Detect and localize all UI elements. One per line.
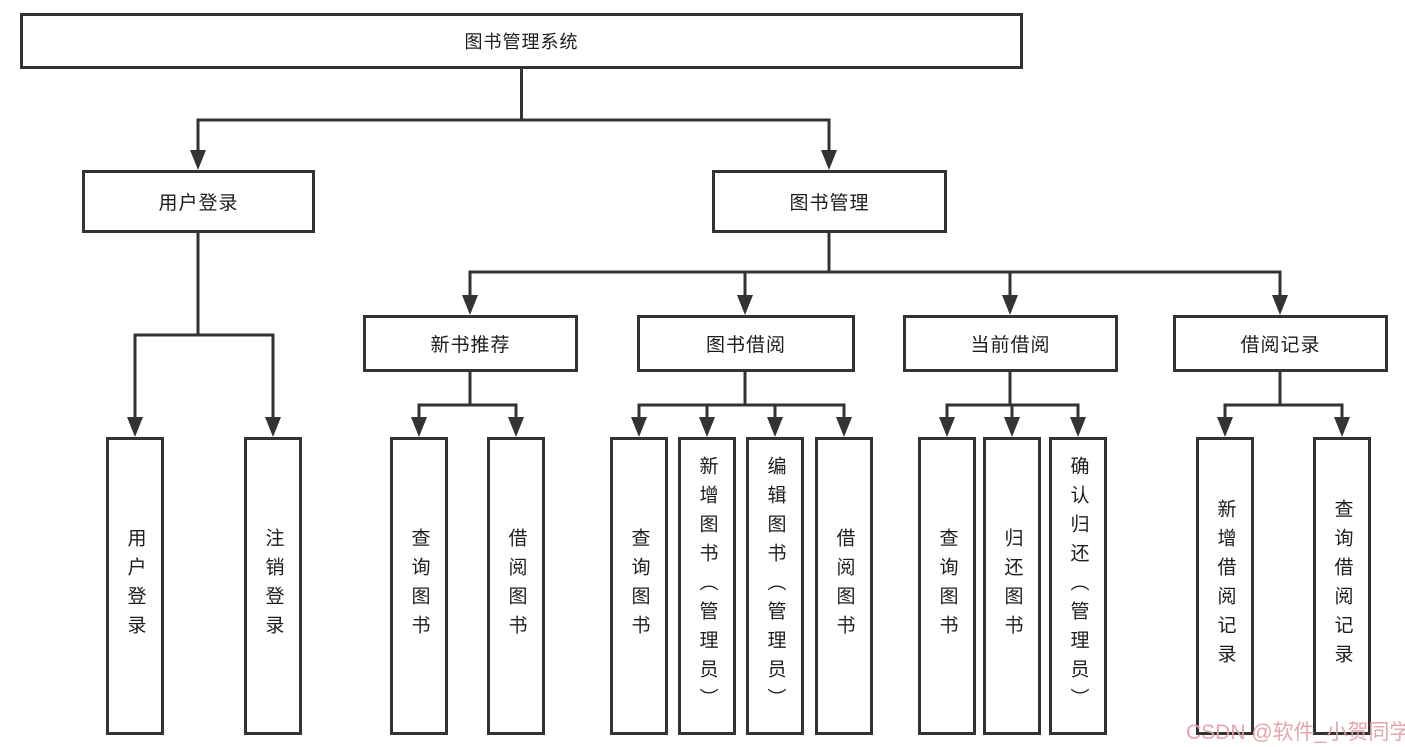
node-current-borrowing: 当前借阅 (903, 315, 1118, 372)
node-label: 当前借阅 (970, 335, 1051, 356)
node-label: 图书借阅 (705, 335, 786, 356)
leaf-confirm-return-admin: 确认归还（管理员） (1049, 437, 1107, 735)
leaf-add-book-admin: 新增图书（管理员） (678, 437, 736, 735)
node-label: 图书管理 (789, 193, 870, 214)
leaf-label: 借阅图书 (833, 528, 855, 644)
node-library-management-system: 图书管理系统 (20, 13, 1023, 69)
arrowheads-book-borrowing (631, 417, 852, 437)
leaf-label: 编辑图书（管理员） (764, 455, 786, 717)
leaf-query-book-borrowing: 查询图书 (610, 437, 668, 735)
arrowheads-new-book-recommend (411, 417, 524, 437)
leaf-add-borrow-record: 新增借阅记录 (1196, 437, 1254, 735)
leaf-query-book-current: 查询图书 (918, 437, 976, 735)
connector-root-to-level2 (196, 69, 831, 152)
leaf-label: 新增借阅记录 (1214, 499, 1236, 673)
leaf-label: 注销登录 (262, 528, 284, 644)
arrowheads-level3 (462, 295, 1288, 315)
connector-new-book-recommend-to-leaves (417, 372, 518, 419)
leaf-label: 确认归还（管理员） (1067, 455, 1089, 717)
connector-book-management-to-level3 (468, 233, 1282, 297)
connector-book-borrowing-to-leaves (637, 372, 846, 419)
leaf-label: 新增图书（管理员） (696, 455, 718, 717)
leaf-edit-book-admin: 编辑图书（管理员） (746, 437, 804, 735)
node-book-borrowing: 图书借阅 (637, 315, 855, 372)
leaf-label: 查询图书 (408, 528, 430, 644)
arrowheads-borrowing-records (1217, 417, 1350, 437)
node-borrowing-records: 借阅记录 (1173, 315, 1388, 372)
leaf-borrow-book-recommend: 借阅图书 (487, 437, 545, 735)
leaf-label: 用户登录 (124, 528, 146, 644)
node-label: 用户登录 (158, 193, 239, 214)
arrowheads-current-borrowing (939, 417, 1086, 437)
leaf-query-borrow-record: 查询借阅记录 (1313, 437, 1371, 735)
node-label: 图书管理系统 (464, 32, 579, 52)
leaf-label: 借阅图书 (505, 528, 527, 644)
node-book-management: 图书管理 (712, 170, 947, 233)
csdn-watermark: CSDN @软件_小贺同学 (1186, 721, 1405, 744)
node-label: 新书推荐 (430, 335, 511, 356)
leaf-borrow-book: 借阅图书 (815, 437, 873, 735)
arrowheads-user-login-leaves (127, 417, 281, 437)
leaf-label: 查询借阅记录 (1331, 499, 1353, 673)
arrowheads-level2 (190, 150, 837, 170)
leaf-label: 查询图书 (936, 528, 958, 644)
leaf-return-book: 归还图书 (983, 437, 1041, 735)
leaf-label: 归还图书 (1001, 528, 1023, 644)
leaf-logout: 注销登录 (244, 437, 302, 735)
node-new-book-recommend: 新书推荐 (363, 315, 578, 372)
connector-borrowing-records-to-leaves (1223, 372, 1344, 419)
connector-current-borrowing-to-leaves (945, 372, 1080, 419)
connector-user-login-to-leaves (133, 233, 275, 419)
node-label: 借阅记录 (1240, 335, 1321, 356)
leaf-user-login: 用户登录 (106, 437, 164, 735)
leaf-label: 查询图书 (628, 528, 650, 644)
node-user-login: 用户登录 (82, 170, 315, 233)
leaf-query-book-recommend: 查询图书 (390, 437, 448, 735)
